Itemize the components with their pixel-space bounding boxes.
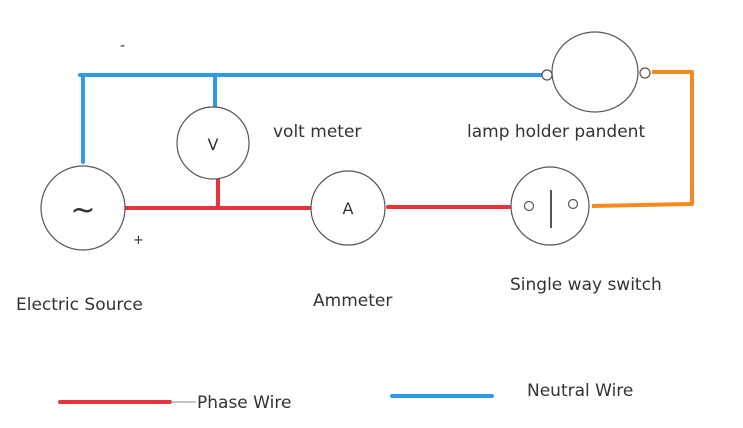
voltmeter-symbol: V [208, 135, 219, 154]
plus-sign: + [133, 233, 144, 248]
legend-neutral-label: Neutral Wire [527, 381, 633, 401]
switch-label: Single way switch [510, 275, 662, 295]
voltmeter-label: volt meter [273, 122, 361, 142]
lamp-right-terminal [639, 67, 651, 79]
lamp-label: lamp holder pandent [467, 122, 645, 142]
lamp-body [551, 31, 639, 113]
legend: Phase Wire Neutral Wire [58, 381, 633, 413]
electric-source-circle [40, 165, 126, 251]
voltmeter-circle [176, 106, 250, 180]
switch-right-contact [567, 198, 579, 210]
source-symbol: ~ [70, 193, 95, 228]
ammeter-circle [310, 170, 386, 246]
switch-to-lamp-wire [591, 70, 694, 208]
source-label: Electric Source [16, 295, 143, 315]
minus-sign: - [120, 38, 125, 54]
switch-left-contact [523, 200, 535, 212]
legend-phase-label: Phase Wire [197, 393, 291, 413]
lamp-holder-pendant [541, 31, 651, 113]
electric-source: ~ [40, 165, 126, 251]
single-way-switch [510, 166, 590, 246]
ammeter: A [310, 170, 386, 246]
ammeter-symbol: A [343, 199, 354, 218]
ammeter-label: Ammeter [313, 291, 392, 311]
voltmeter: V [176, 106, 250, 180]
lamp-left-terminal [541, 69, 553, 81]
phase-wires [121, 178, 513, 210]
neutral-wires [78, 73, 544, 164]
